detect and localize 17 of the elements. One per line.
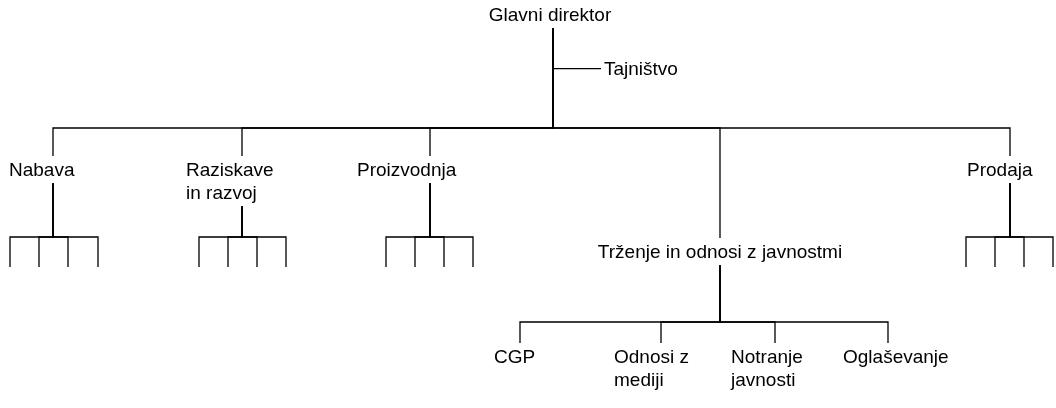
org-unit-label: CGP xyxy=(494,345,554,369)
connector-line xyxy=(429,182,474,268)
org-unit-label: Raziskave in razvoj xyxy=(186,158,286,205)
connector-line xyxy=(719,264,889,344)
org-unit-label: Notranje javnosti xyxy=(731,345,831,392)
org-unit-label: Proizvodnja xyxy=(357,158,477,182)
connector-line xyxy=(1009,182,1054,268)
connector-line xyxy=(552,27,1011,157)
org-unit-label: Oglaševanje xyxy=(843,345,963,369)
org-unit-label: Prodaja xyxy=(967,158,1053,182)
org-unit-label: Trženje in odnosi z javnostmi xyxy=(560,240,880,264)
org-unit-label: Odnosi z mediji xyxy=(614,345,692,392)
org-unit-label: Nabava xyxy=(9,158,94,182)
connector-line xyxy=(241,205,287,268)
connector-line xyxy=(52,182,99,268)
org-unit-label: Glavni direktor xyxy=(470,3,630,27)
org-unit-label: Tajništvo xyxy=(604,57,714,81)
